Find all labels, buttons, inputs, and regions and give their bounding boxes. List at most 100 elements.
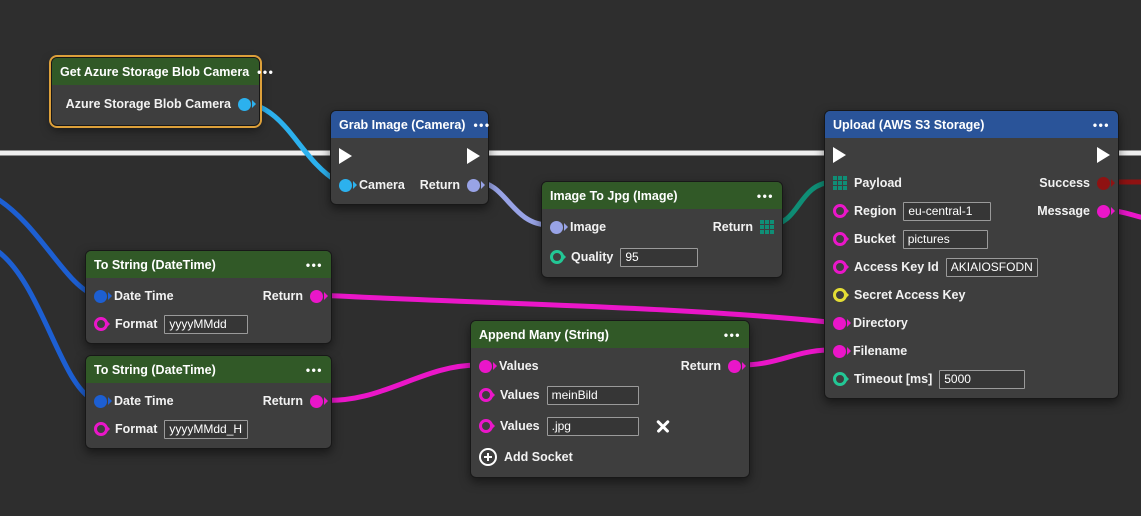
input-port-date-time[interactable]: [94, 289, 107, 303]
wire-left-to-datetime-1[interactable]: [0, 197, 95, 297]
grid-port-return-icon[interactable]: [760, 220, 774, 234]
wire-return1-to-directory[interactable]: [315, 292, 831, 325]
input-label: Access Key Id: [854, 260, 939, 274]
node-get-azure-storage-blob-camera[interactable]: Get Azure Storage Blob Camera ••• Azure …: [51, 57, 273, 126]
region-field[interactable]: [903, 201, 992, 221]
output-port-return[interactable]: [310, 394, 323, 408]
input-port-filename[interactable]: [833, 344, 846, 358]
exec-in-port[interactable]: [339, 148, 352, 164]
add-socket-label: Add Socket: [504, 450, 573, 464]
input-port-quality[interactable]: [550, 250, 564, 264]
format-field[interactable]: [164, 314, 249, 334]
input-port-access-key-id[interactable]: [833, 260, 847, 274]
input-label: Payload: [854, 176, 902, 190]
input-port-camera[interactable]: [339, 178, 352, 192]
node-to-string-datetime-1[interactable]: To String (DateTime) ••• Date Time Retur…: [85, 250, 332, 344]
wire-left-to-datetime-2[interactable]: [0, 250, 95, 402]
input-port-format[interactable]: [94, 422, 108, 436]
output-label: Return: [680, 359, 721, 373]
input-label: Image: [570, 220, 607, 234]
output-port-return[interactable]: [728, 359, 741, 373]
input-label: Bucket: [854, 232, 896, 246]
add-socket-plus-icon: [479, 448, 497, 466]
node-header[interactable]: Upload (AWS S3 Storage) •••: [825, 111, 1118, 138]
node-header[interactable]: Image To Jpg (Image) •••: [542, 182, 782, 209]
node-menu-icon[interactable]: •••: [257, 64, 275, 79]
node-grab-image[interactable]: Grab Image (Camera) ••• Camera Return: [330, 110, 489, 205]
input-port-timeout[interactable]: [833, 372, 847, 386]
output-port-success[interactable]: [1097, 176, 1110, 190]
input-port-values-1[interactable]: [479, 388, 493, 402]
quality-field[interactable]: [620, 247, 699, 267]
output-label: Success: [1039, 176, 1090, 190]
input-label: Date Time: [114, 394, 174, 408]
input-port-bucket[interactable]: [833, 232, 847, 246]
values-field-2[interactable]: [546, 416, 639, 436]
input-label: Quality: [571, 250, 614, 264]
output-label: Return: [262, 394, 303, 408]
output-label: Return: [419, 178, 460, 192]
node-header[interactable]: Get Azure Storage Blob Camera •••: [52, 58, 273, 85]
output-label: Return: [712, 220, 753, 234]
input-port-secret-access-key[interactable]: [833, 288, 847, 302]
output-port-return[interactable]: [310, 289, 323, 303]
exec-out-port[interactable]: [467, 148, 480, 164]
node-to-string-datetime-2[interactable]: To String (DateTime) ••• Date Time Retur…: [85, 355, 332, 449]
output-port-return[interactable]: [467, 178, 480, 192]
node-title: Grab Image (Camera): [339, 117, 466, 132]
node-upload-aws-s3[interactable]: Upload (AWS S3 Storage) ••• Payload Succ…: [824, 110, 1119, 399]
node-title: Image To Jpg (Image): [550, 188, 678, 203]
node-title: To String (DateTime): [94, 257, 216, 272]
input-label: Format: [115, 422, 158, 436]
node-header[interactable]: To String (DateTime) •••: [86, 356, 331, 383]
grid-port-payload-icon[interactable]: [833, 176, 847, 190]
input-label: Timeout [ms]: [854, 372, 933, 386]
node-append-many-string[interactable]: Append Many (String) ••• Values Return V…: [470, 320, 750, 478]
wire-return2-to-values[interactable]: [315, 362, 481, 403]
input-port-region[interactable]: [833, 204, 847, 218]
input-label: Values: [500, 388, 540, 402]
timeout-field[interactable]: [939, 369, 1026, 389]
input-port-values-2[interactable]: [479, 419, 493, 433]
node-header[interactable]: Append Many (String) •••: [471, 321, 749, 348]
input-port-directory[interactable]: [833, 316, 846, 330]
access-key-id-field[interactable]: [945, 257, 1038, 277]
node-menu-icon[interactable]: •••: [305, 362, 323, 377]
node-menu-icon[interactable]: •••: [473, 117, 491, 132]
remove-socket-icon[interactable]: [656, 419, 670, 433]
output-label: Azure Storage Blob Camera: [65, 97, 231, 111]
input-label: Region: [854, 204, 897, 218]
values-field-1[interactable]: [546, 385, 639, 405]
format-field[interactable]: [164, 419, 249, 439]
node-title: Append Many (String): [479, 327, 609, 342]
input-port-values-0[interactable]: [479, 359, 492, 373]
node-menu-icon[interactable]: •••: [756, 188, 774, 203]
exec-out-port[interactable]: [1097, 146, 1110, 163]
input-label: Date Time: [114, 289, 174, 303]
node-title: Upload (AWS S3 Storage): [833, 117, 985, 132]
node-image-to-jpg[interactable]: Image To Jpg (Image) ••• Image Return Qu…: [541, 181, 783, 278]
input-label: Camera: [359, 178, 405, 192]
input-label: Directory: [853, 316, 908, 330]
bucket-field[interactable]: [902, 229, 988, 249]
input-label: Filename: [853, 344, 908, 358]
input-port-image[interactable]: [550, 220, 563, 234]
exec-in-port[interactable]: [833, 146, 846, 163]
input-label: Format: [115, 317, 158, 331]
output-label: Message: [1037, 204, 1090, 218]
node-header[interactable]: Grab Image (Camera) •••: [331, 111, 491, 138]
node-header[interactable]: To String (DateTime) •••: [86, 251, 331, 278]
input-label: Values: [499, 359, 539, 373]
node-menu-icon[interactable]: •••: [723, 327, 741, 342]
add-socket-button[interactable]: Add Socket: [471, 442, 749, 472]
node-title: Get Azure Storage Blob Camera: [60, 64, 250, 79]
input-port-format[interactable]: [94, 317, 108, 331]
input-label: Values: [500, 419, 540, 433]
input-port-date-time[interactable]: [94, 394, 107, 408]
node-menu-icon[interactable]: •••: [1092, 117, 1110, 132]
node-title: To String (DateTime): [94, 362, 216, 377]
node-menu-icon[interactable]: •••: [305, 257, 323, 272]
output-port-message[interactable]: [1097, 204, 1110, 218]
output-port-azure-camera[interactable]: [238, 97, 251, 111]
